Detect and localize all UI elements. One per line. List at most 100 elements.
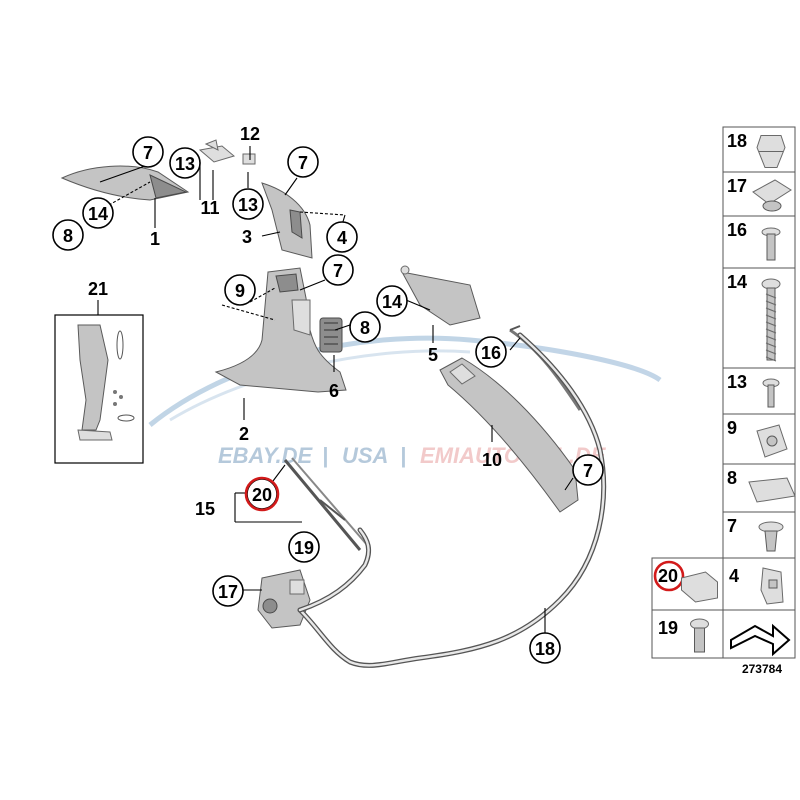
legend-number: 7 [727,516,737,536]
callout-18: 18 [529,632,561,664]
callout-2: 2 [239,424,249,444]
svg-text:7: 7 [333,261,343,281]
callout-4: 4 [326,221,358,253]
clip-bracket-icon [756,424,788,458]
callouts: 7 13 12 7 14 8 1 11 13 3 4 21 9 7 14 8 5… [52,124,604,664]
part-20-rail [283,457,369,551]
watermark: EBAY.DE | USA | EMIAUTOTEIL.DE [148,335,662,468]
hook-icon [760,567,784,605]
part-11-bracket [198,139,236,163]
legend-item: 20 [651,557,724,611]
bolt-icon [690,618,709,653]
legend-item: 7 [722,511,796,559]
callout-15: 15 [195,499,215,519]
legend-item: 19 [651,609,724,659]
part-21-box [54,314,144,464]
callout-19: 19 [288,531,320,563]
clip-icon [756,135,786,168]
callout-1: 1 [150,229,160,249]
callout-14: 14 [376,285,408,317]
callout-20: 20 [244,476,280,512]
callout-13: 13 [169,147,201,179]
callout-3: 3 [242,227,252,247]
svg-text:14: 14 [382,292,402,312]
screw-short-icon [761,227,781,261]
watermark-text-mid: USA [342,443,388,468]
legend-number: 8 [727,468,737,488]
legend-item: 18 [722,126,796,173]
svg-text:7: 7 [298,153,308,173]
legend-number: 13 [727,372,747,392]
svg-text:7: 7 [583,461,593,481]
part-3-trim [261,182,313,259]
callout-11: 11 [200,198,219,218]
legend-panel: 18 17 16 14 13 9 8 7 20 4 19 [651,126,796,659]
svg-text:9: 9 [235,281,245,301]
part-18-cable [297,332,607,668]
callout-6: 6 [329,381,339,401]
legend-number: 9 [727,418,737,438]
pad-icon [748,477,796,503]
rivet-icon [762,378,780,408]
legend-number: 20 [658,566,678,586]
callout-9: 9 [224,274,256,306]
part-1-trim [60,165,190,201]
callout-8: 8 [52,219,84,251]
diagram-number: 273784 [742,662,782,676]
svg-text:20: 20 [252,485,272,505]
watermark-text-left: EBAY.DE [218,443,313,468]
legend-item: 13 [722,367,796,415]
push-clip-icon [758,521,784,552]
svg-text:19: 19 [294,538,314,558]
callout-5: 5 [428,345,438,365]
legend-number: 4 [729,566,739,586]
legend-item [722,609,796,659]
callout-13: 13 [232,188,264,220]
svg-text:13: 13 [238,195,258,215]
legend-number: 19 [658,618,678,638]
legend-item: 4 [722,557,796,611]
bracket-icon [681,571,718,603]
callout-7: 7 [322,254,354,286]
callout-14: 14 [82,197,114,229]
legend-number: 17 [727,176,747,196]
callout-21: 21 [88,279,108,299]
svg-text:4: 4 [337,228,347,248]
callout-16: 16 [475,336,507,368]
svg-text:8: 8 [63,226,73,246]
legend-number: 14 [727,272,747,292]
highlight-ring [653,560,685,592]
callout-12: 12 [240,124,260,144]
callout-7: 7 [287,146,319,178]
svg-text:7: 7 [143,143,153,163]
svg-text:17: 17 [218,582,238,602]
watermark-sep-1: | [322,443,328,468]
legend-number: 16 [727,220,747,240]
callout-7: 7 [132,136,164,168]
part-5-trim [400,265,481,326]
callout-10: 10 [482,450,502,470]
legend-item: 8 [722,463,796,513]
part-17-actuator [257,569,311,629]
leader-lines [97,146,574,633]
legend-number: 18 [727,131,747,151]
part-6-grille [319,317,343,353]
svg-text:8: 8 [360,318,370,338]
svg-text:13: 13 [175,154,195,174]
part-12-clip [242,153,256,165]
watermark-sep-2: | [400,443,406,468]
callout-17: 17 [212,575,244,607]
arrow-icon [730,623,791,657]
legend-item: 17 [722,171,796,217]
clip-nut-icon [752,179,792,212]
part-2-b-pillar-trim [214,267,347,393]
svg-text:16: 16 [481,343,501,363]
legend-item: 9 [722,413,796,465]
legend-item: 14 [722,267,796,369]
callout-8: 8 [349,311,381,343]
svg-text:18: 18 [535,639,555,659]
part-10-trim [439,357,579,513]
svg-text:14: 14 [88,204,108,224]
callout-7: 7 [572,454,604,486]
